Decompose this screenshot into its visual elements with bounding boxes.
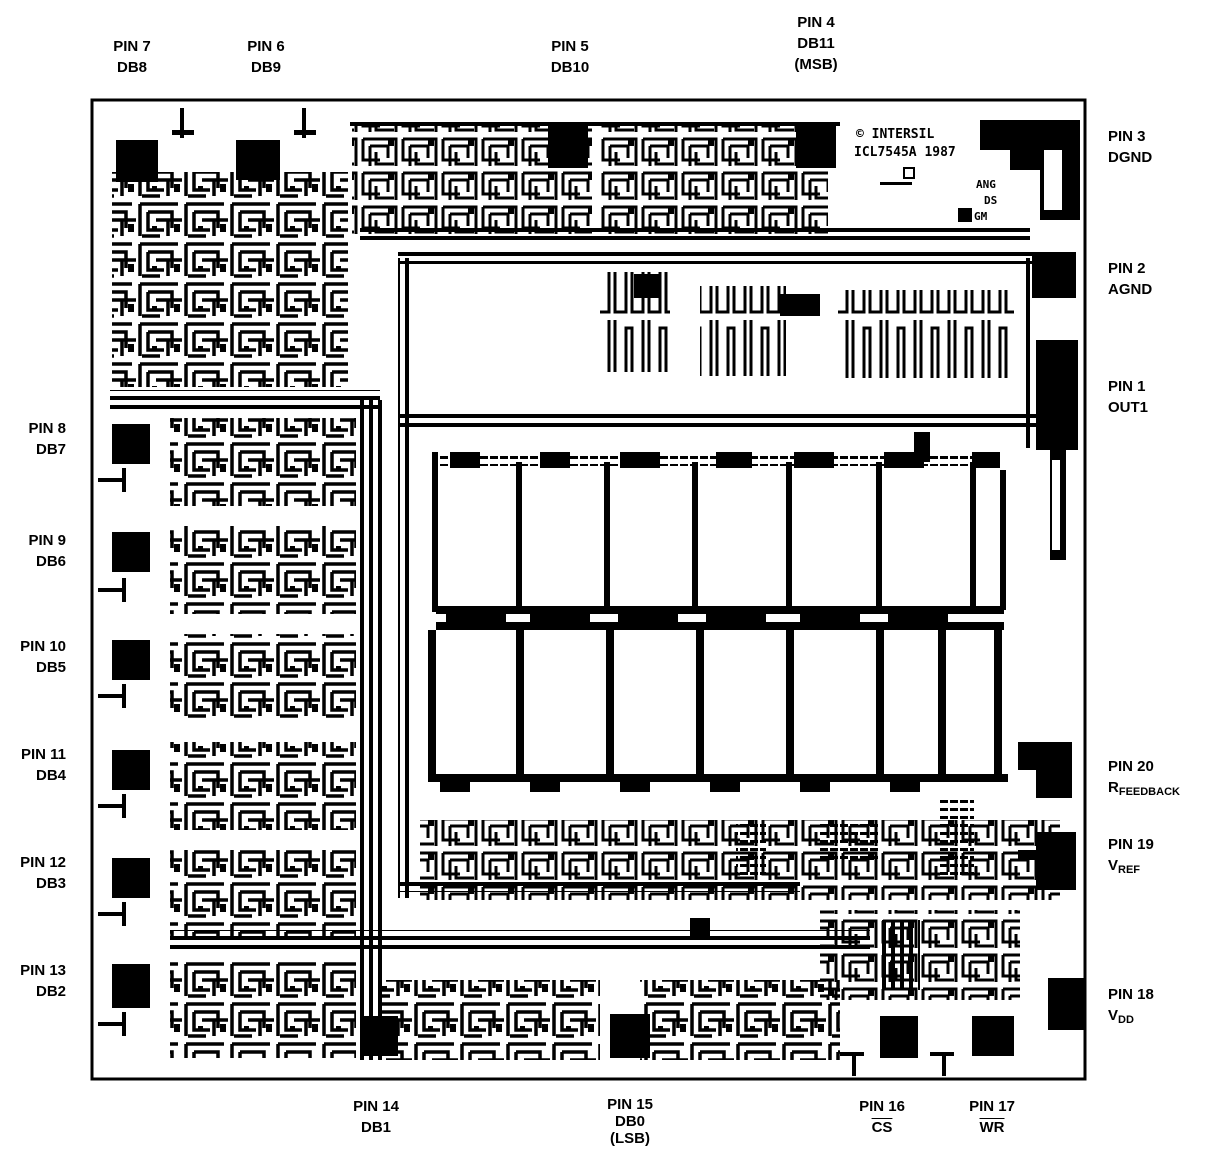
pad-12 <box>112 858 150 898</box>
marking-line2: ICL7545A 1987 <box>854 145 956 160</box>
chip-marking: © INTERSIL ICL7545A 1987 ANG DS GM <box>854 127 997 223</box>
pad-14 <box>360 1016 398 1056</box>
bond-pads-top <box>116 108 1080 220</box>
pin18-label: PIN 18 VDD <box>1108 986 1154 1026</box>
pad-20 <box>1018 742 1072 798</box>
pad-16 <box>880 1016 918 1058</box>
pad-1 <box>1036 340 1078 560</box>
pad-15 <box>610 1014 650 1058</box>
pad-4 <box>796 124 836 168</box>
marking-line4: DS <box>984 194 997 207</box>
pad-17 <box>972 1016 1014 1056</box>
pad-5 <box>548 122 588 168</box>
r2r-ladder <box>428 432 1008 792</box>
top-logic-blocks <box>112 122 1030 387</box>
pin20-label: PIN 20 RFEEDBACK <box>1108 758 1180 798</box>
pad-11 <box>112 750 150 790</box>
bond-pads-bottom <box>360 1014 1014 1076</box>
bottom-logic-blocks <box>170 910 1020 1060</box>
bond-pads-left <box>98 424 150 1036</box>
pad-8 <box>112 424 150 464</box>
pad-9 <box>112 532 150 572</box>
pad-10 <box>112 640 150 680</box>
bond-pads-right <box>1018 252 1086 1030</box>
marking-line1: © INTERSIL <box>856 127 934 142</box>
analog-switches <box>420 800 1060 940</box>
pad-18 <box>1048 978 1086 1030</box>
pad-6 <box>236 140 280 180</box>
marking-line3: ANG <box>976 178 996 191</box>
pad-2 <box>1032 252 1076 298</box>
pad-13 <box>112 964 150 1008</box>
pad-7 <box>116 140 158 182</box>
resistor-serpentines <box>600 272 1014 378</box>
pin19-label: PIN 19 VREF <box>1108 836 1154 876</box>
marking-line5: GM <box>974 210 988 223</box>
